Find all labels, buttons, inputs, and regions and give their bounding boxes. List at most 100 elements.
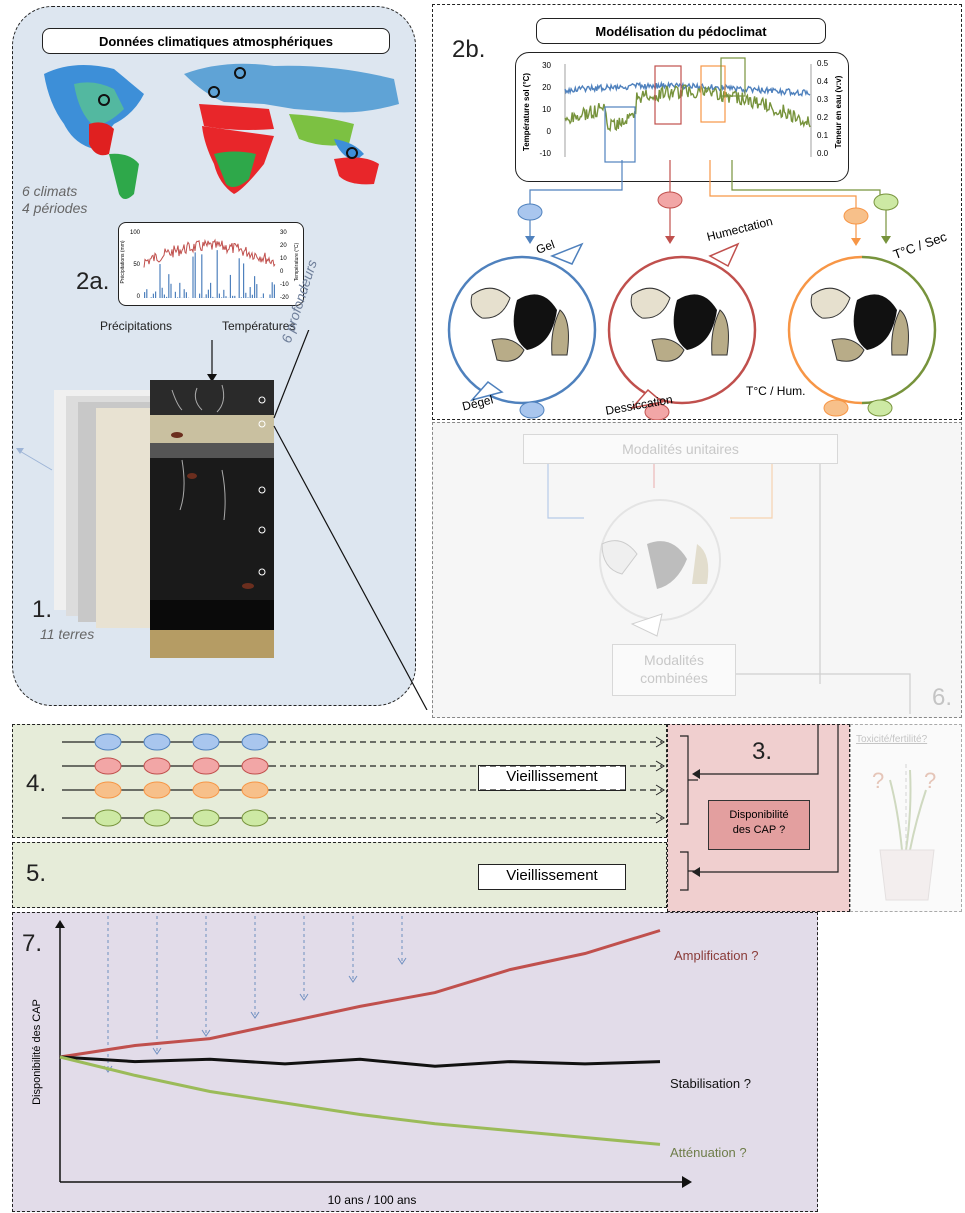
combinees-line1: Modalités <box>644 652 704 668</box>
mini-precip-bar <box>199 293 201 298</box>
modalites-unitaires-box: Modalités unitaires <box>523 434 838 464</box>
mini-precip-bar <box>166 296 168 298</box>
mini-precip-bar <box>260 297 262 298</box>
precipitations-label: Précipitations <box>100 319 173 333</box>
drop-arrowhead <box>250 1011 260 1019</box>
aggregate <box>630 287 729 362</box>
aging-modality-marker <box>241 809 269 827</box>
aging-arrowhead <box>655 736 665 748</box>
mini-right-tick: 30 <box>280 230 287 236</box>
vieillissement-box-5: Vieillissement <box>478 864 626 890</box>
mini-precip-bar <box>201 254 203 298</box>
climats-label: 6 climats <box>22 183 78 199</box>
mini-precip-bar <box>183 289 185 298</box>
mini-left-axis-label: Précipitations (mm) <box>120 240 126 283</box>
aging-modality-marker <box>143 809 171 827</box>
mini-precip-bar <box>271 282 273 298</box>
aging-modality-marker <box>241 733 269 751</box>
mini-precip-bar <box>245 292 247 298</box>
aging-arrowhead <box>655 784 665 796</box>
mini-precip-bar <box>223 289 225 298</box>
question-right: ? <box>924 768 937 793</box>
mini-left-tick: 0 <box>137 294 141 300</box>
plant-pot-icon <box>879 764 935 901</box>
panel1-title: Données climatiques atmosphériques <box>42 28 390 54</box>
mini-right-axis-label: Température (°C) <box>294 242 300 281</box>
mini-precip-bar <box>243 263 245 298</box>
label-5: 5. <box>26 860 47 887</box>
mini-precip-bar <box>229 274 231 298</box>
drop-arrowhead <box>348 975 358 983</box>
dispo-line2: des CAP ? <box>732 824 786 836</box>
aging-modality-marker <box>192 733 220 751</box>
mini-precip-bar <box>192 256 194 298</box>
drop-arrowhead <box>397 957 407 965</box>
question-left: ? <box>872 768 885 793</box>
world-map <box>34 54 414 204</box>
mini-precip-bar <box>177 297 179 298</box>
aging-modality-marker <box>143 733 171 751</box>
outcome-curve <box>59 1055 661 1068</box>
soil-profile-illustration <box>16 330 428 710</box>
label-6: 6. <box>932 684 953 711</box>
aging-modality-marker <box>192 809 220 827</box>
right-tick: 0.1 <box>817 131 829 140</box>
right-tick: 0.4 <box>817 77 829 86</box>
dispo-cap-box: Disponibilité des CAP ? <box>708 800 810 850</box>
right-tick: 0.3 <box>817 95 829 104</box>
aging-modality-marker <box>241 781 269 799</box>
combinees-line2: combinées <box>640 670 708 686</box>
mini-precip-bar <box>218 293 220 298</box>
label-4: 4. <box>26 770 47 797</box>
aging-modality-marker <box>241 757 269 775</box>
aging-modality-marker <box>94 757 122 775</box>
label-1: 1. <box>32 596 53 623</box>
modalites-combinees-box: Modalités combinées <box>612 644 736 696</box>
left-tick: 30 <box>542 61 551 70</box>
mini-precip-bar <box>251 294 253 298</box>
mini-precip-bar <box>273 284 275 298</box>
mini-precip-bar <box>210 282 212 298</box>
aging-modality-marker <box>143 781 171 799</box>
modalities-diagram <box>547 464 911 714</box>
mini-precip-bar <box>256 284 258 298</box>
mini-precip-bar <box>146 289 148 298</box>
aggregate <box>470 287 569 362</box>
left-tick: 10 <box>542 105 551 114</box>
mini-precip-bar <box>205 294 207 298</box>
right-axis-label: Teneur en eau (v:v) <box>834 75 843 148</box>
mini-precip-bar <box>168 274 170 298</box>
vieillissement-box: Vieillissement <box>478 765 626 791</box>
mini-precip-bar <box>249 287 251 298</box>
aging-modality-marker <box>143 757 171 775</box>
panel2b-title: Modélisation du pédoclimat <box>536 18 826 44</box>
pedoclimate-cycles <box>447 160 937 420</box>
stabilisation-label: Stabilisation ? <box>670 1076 751 1091</box>
aging-modality-marker <box>192 781 220 799</box>
aging-modality-marker <box>192 757 220 775</box>
attenuation-label: Atténuation ? <box>670 1145 747 1160</box>
right-tick: 0.2 <box>817 113 829 122</box>
mini-left-tick: 100 <box>130 230 141 236</box>
mini-precip-bar <box>234 295 236 298</box>
drop-arrowhead <box>201 1029 211 1037</box>
mini-precip-bar <box>161 287 163 298</box>
amplification-label: Amplification ? <box>674 948 759 963</box>
aging-modality-marker <box>94 733 122 751</box>
mini-climate-chart-svg: Précipitations (mm) Température (°C) 100… <box>120 230 300 301</box>
right-tick: 0.5 <box>817 59 829 68</box>
aging-modality-marker <box>94 809 122 827</box>
mini-right-tick: 0 <box>280 269 284 275</box>
tc-hum-label: T°C / Hum. <box>746 384 806 398</box>
mini-precip-bar <box>155 291 157 298</box>
mini-precip-bar <box>232 295 234 298</box>
aging-arrowhead <box>655 760 665 772</box>
toxicite-label: Toxicité/fertilité? <box>856 734 928 745</box>
outcome-curve <box>59 1055 661 1146</box>
aggregate <box>810 287 909 362</box>
left-tick: 20 <box>542 83 551 92</box>
mini-precip-bar <box>194 252 196 298</box>
periodes-label: 4 périodes <box>22 200 88 216</box>
temperatures-label: Températures <box>222 319 296 333</box>
soil-temp-chart: 30 20 10 0 -10 0.5 0.4 0.3 0.2 0.1 0.0 T… <box>522 57 843 163</box>
